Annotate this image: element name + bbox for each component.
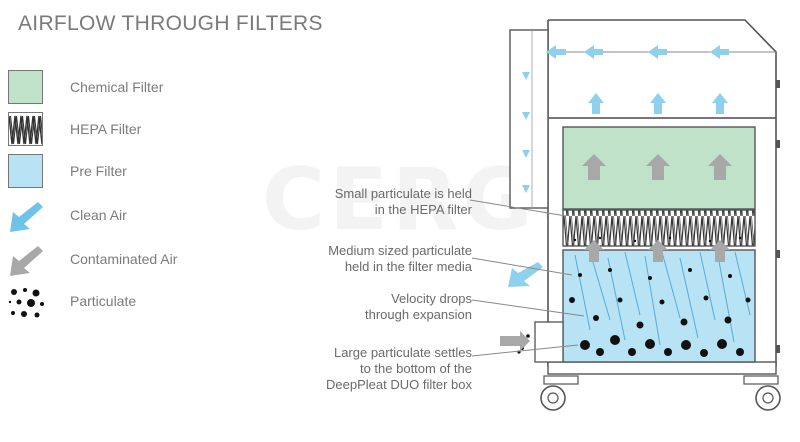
diagram-title: AIRFLOW THROUGH FILTERS [18,12,323,35]
contaminated-air-arrow-icon [10,246,43,276]
legend-label: Contaminated Air [70,251,178,267]
annotation-line: DeepPleat DUO filter box [326,377,472,392]
annotation-leaders [469,199,585,357]
caster-wheels [540,375,781,411]
annotation-line: Medium sized particulate [328,243,472,258]
chemical-filter-swatch [8,70,43,104]
legend-item-chemical-filter: Chemical Filter [8,70,268,108]
legend-label: Particulate [70,293,137,309]
legend-item-clean-air: Clean Air [8,198,268,236]
legend-label: HEPA Filter [70,121,142,137]
legend-label: Pre Filter [70,163,127,179]
hepa-filter [562,209,756,247]
air-inlet [534,321,564,363]
legend-item-contaminated-air: Contaminated Air [8,242,268,280]
annotation-filter-media: Medium sized particulate held in the fil… [328,243,472,275]
legend-item-particulate: Particulate [8,284,268,322]
legend-label: Chemical Filter [70,79,164,95]
clean-air-arrows [508,45,729,287]
annotation-line: in the HEPA filter [374,202,472,217]
clean-air-arrow-icon [10,202,43,232]
annotation-line: held in the filter media [344,259,472,274]
annotation-line: through expansion [365,307,472,322]
annotation-line: to the bottom of the [359,361,472,376]
legend-item-pre-filter: Pre Filter [8,154,268,192]
annotation-line: Large particulate settles [333,345,472,360]
filter-media-fibres [574,251,751,346]
annotation-velocity: Velocity drops through expansion [365,291,472,323]
annotation-line: Small particulate is held [334,186,472,201]
particulate-icon [8,288,44,318]
airflow-arrows-grey [500,154,732,351]
legend-item-hepa-filter: HEPA Filter [8,112,268,150]
hepa-filter-swatch [8,112,43,146]
legend-label: Clean Air [70,207,127,223]
pre-filter-swatch [8,154,43,188]
annotation-settle: Large particulate settles to the bottom … [326,345,472,393]
annotation-line: Velocity drops [391,291,472,306]
annotation-hepa: Small particulate is held in the HEPA fi… [335,186,472,218]
